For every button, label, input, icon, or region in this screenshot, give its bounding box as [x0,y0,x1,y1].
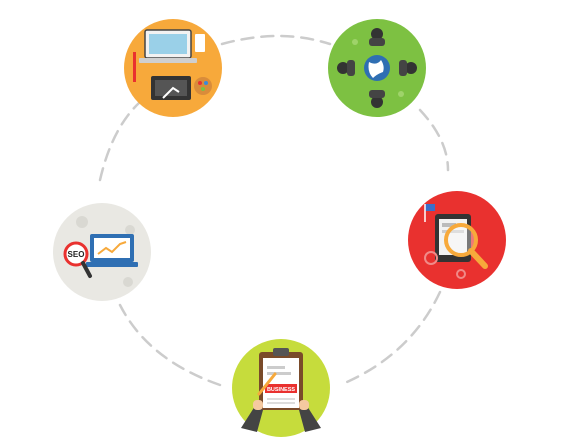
node-seo-analytics[interactable]: SEO [53,203,151,301]
node-tablet-search[interactable] [408,191,506,289]
connector-search-to-business [338,290,442,387]
node-business-clipboard[interactable]: BUSINESS [232,339,330,437]
connector-design-to-meeting [220,34,332,46]
clipboard-document-icon: BUSINESS [241,348,321,432]
seo-label: SEO [68,250,85,259]
connector-seo-to-design [98,100,142,182]
node-global-meeting[interactable] [328,19,426,117]
tablet-magnifier-icon [424,204,488,279]
business-label: BUSINESS [267,387,295,393]
globe-meeting-icon [337,28,417,108]
connector-business-to-seo [118,303,222,387]
seo-laptop-icon: SEO [63,216,138,287]
design-workspace-icon [133,29,212,100]
cycle-connectors [98,34,450,387]
node-design-workspace[interactable] [124,19,222,117]
connector-meeting-to-search [418,108,450,172]
